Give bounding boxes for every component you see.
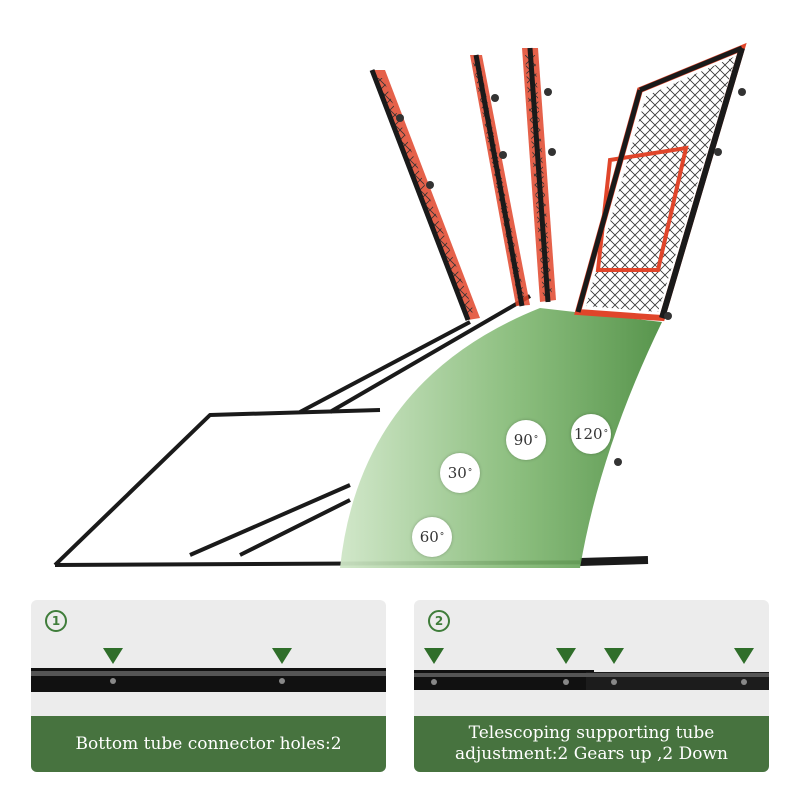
- angle-value: 30: [447, 464, 467, 482]
- triangle-marker-icon: [103, 648, 123, 664]
- degree-symbol: °: [467, 468, 473, 478]
- telescoping-tube-closeup: [414, 648, 769, 690]
- rebound-panel-1: [369, 69, 480, 321]
- triangle-marker-icon: [734, 648, 754, 664]
- frame-hooks: [396, 88, 746, 466]
- circled-number-icon: 1: [45, 610, 67, 632]
- caption-bar: Bottom tube connector holes:2: [31, 716, 386, 772]
- angle-value: 120: [573, 425, 603, 443]
- caption-text: Bottom tube connector holes:2: [75, 733, 342, 754]
- degree-symbol: °: [603, 429, 609, 439]
- detail-panel-2: 2 Telescoping supporting tube adjustment…: [414, 600, 769, 772]
- rebound-panel-3: [522, 47, 556, 303]
- rebound-panel-4: [574, 42, 747, 322]
- degree-symbol: °: [439, 532, 445, 542]
- angle-badge-60: 60°: [412, 517, 452, 557]
- angle-sector: [340, 308, 662, 568]
- bottom-tube-closeup: [31, 648, 386, 692]
- caption-bar: Telescoping supporting tube adjustment:2…: [414, 716, 769, 772]
- angle-badge-90: 90°: [506, 420, 546, 460]
- angle-badge-30: 30°: [440, 453, 480, 493]
- detail-panel-1: 1 Bottom tube connector holes:2: [31, 600, 386, 772]
- angle-value: 90: [513, 431, 533, 449]
- degree-symbol: °: [533, 435, 539, 445]
- triangle-marker-icon: [604, 648, 624, 664]
- caption-text: Telescoping supporting tube adjustment:2…: [455, 723, 728, 764]
- angle-badge-120: 120°: [571, 414, 611, 454]
- rebound-panel-2: [470, 54, 530, 307]
- triangle-marker-icon: [556, 648, 576, 664]
- triangle-marker-icon: [424, 648, 444, 664]
- circled-number-icon: 2: [428, 610, 450, 632]
- rebounder-illustration: [53, 42, 747, 568]
- angle-value: 60: [419, 528, 439, 546]
- triangle-marker-icon: [272, 648, 292, 664]
